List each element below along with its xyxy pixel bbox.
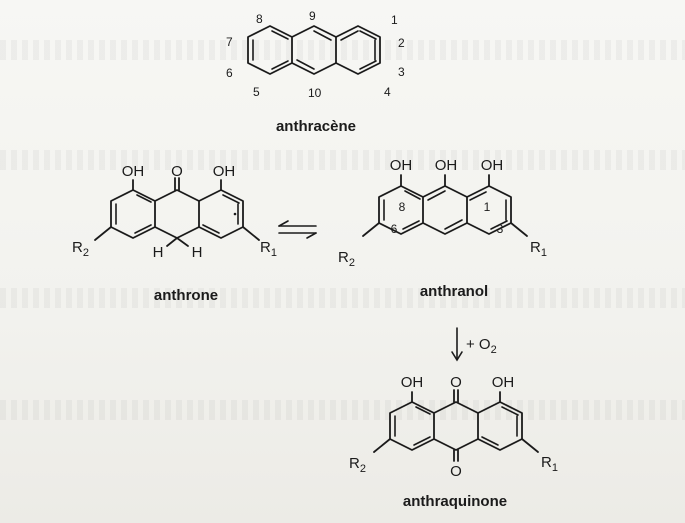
- oxygen-label: O: [450, 374, 462, 391]
- substituent-symbol: R: [260, 239, 271, 256]
- bleed-through-text: [0, 40, 685, 60]
- substituent-symbol: R: [72, 239, 83, 256]
- hydroxyl-label: OH: [481, 157, 504, 174]
- hydrogen-label: H: [192, 244, 203, 261]
- bleed-through-text: [0, 400, 685, 420]
- hydroxyl-label: OH: [122, 163, 145, 180]
- position-label: 7: [226, 35, 233, 49]
- anthraquinone-structure: OH O OH R2 R1 O anthraquinone: [349, 374, 558, 510]
- substituent-subscript: 2: [83, 247, 89, 259]
- anthrone-structure: OH O OH R2 R1 H H anthrone: [72, 163, 277, 304]
- position-label: 5: [253, 85, 260, 99]
- position-label: 2: [398, 36, 405, 50]
- oxidation-arrow: + O2: [451, 327, 497, 362]
- position-label: 9: [309, 9, 316, 23]
- bleed-through-text: [0, 288, 685, 308]
- position-label: 10: [308, 86, 322, 100]
- compound-name-anthranol: anthranol: [420, 283, 488, 300]
- hydroxyl-label: OH: [401, 374, 424, 391]
- position-label: 6: [226, 66, 233, 80]
- position-label: 8: [399, 200, 406, 214]
- position-label: 3: [398, 65, 405, 79]
- position-label: 4: [384, 85, 391, 99]
- position-label: 1: [391, 13, 398, 27]
- substituent-symbol: R: [349, 455, 360, 472]
- oxygen-label: O: [450, 463, 462, 480]
- substituent-label: R1: [541, 454, 558, 474]
- reagent-text: + O: [466, 336, 491, 353]
- reagent-subscript: 2: [491, 344, 497, 356]
- compound-name-anthraquinone: anthraquinone: [403, 493, 507, 510]
- substituent-symbol: R: [530, 239, 541, 256]
- compound-name-anthracene: anthracène: [276, 118, 356, 135]
- substituent-subscript: 2: [360, 463, 366, 475]
- hydroxyl-label: OH: [492, 374, 515, 391]
- oxygen-label: O: [171, 163, 183, 180]
- substituent-subscript: 2: [349, 257, 355, 269]
- hydroxyl-label: OH: [213, 163, 236, 180]
- hydroxyl-label: OH: [390, 157, 413, 174]
- substituent-label: R2: [349, 455, 366, 475]
- anthranol-structure: OH OH OH R2 R1 8 1 6 3 anthranol: [338, 157, 547, 300]
- hydroxyl-label: OH: [435, 157, 458, 174]
- equilibrium-arrows: [278, 220, 317, 239]
- substituent-symbol: R: [338, 249, 349, 266]
- position-label: 1: [484, 200, 491, 214]
- substituent-subscript: 1: [271, 247, 277, 259]
- substituent-label: R2: [72, 239, 89, 259]
- substituent-label: R2: [338, 249, 355, 269]
- substituent-label: R1: [530, 239, 547, 259]
- substituent-subscript: 1: [552, 462, 558, 474]
- compound-name-anthrone: anthrone: [154, 287, 218, 304]
- substituent-subscript: 1: [541, 247, 547, 259]
- hydrogen-label: H: [153, 244, 164, 261]
- bleed-through-text: [0, 150, 685, 170]
- position-label: 3: [497, 222, 504, 236]
- position-label: 8: [256, 12, 263, 26]
- anthracene-structure: 1 2 3 4 5 6 7 8 9 10 anthracène: [226, 9, 405, 135]
- position-label: 6: [391, 222, 398, 236]
- oxidation-reagent: + O2: [466, 336, 497, 356]
- substituent-symbol: R: [541, 454, 552, 471]
- substituent-label: R1: [260, 239, 277, 259]
